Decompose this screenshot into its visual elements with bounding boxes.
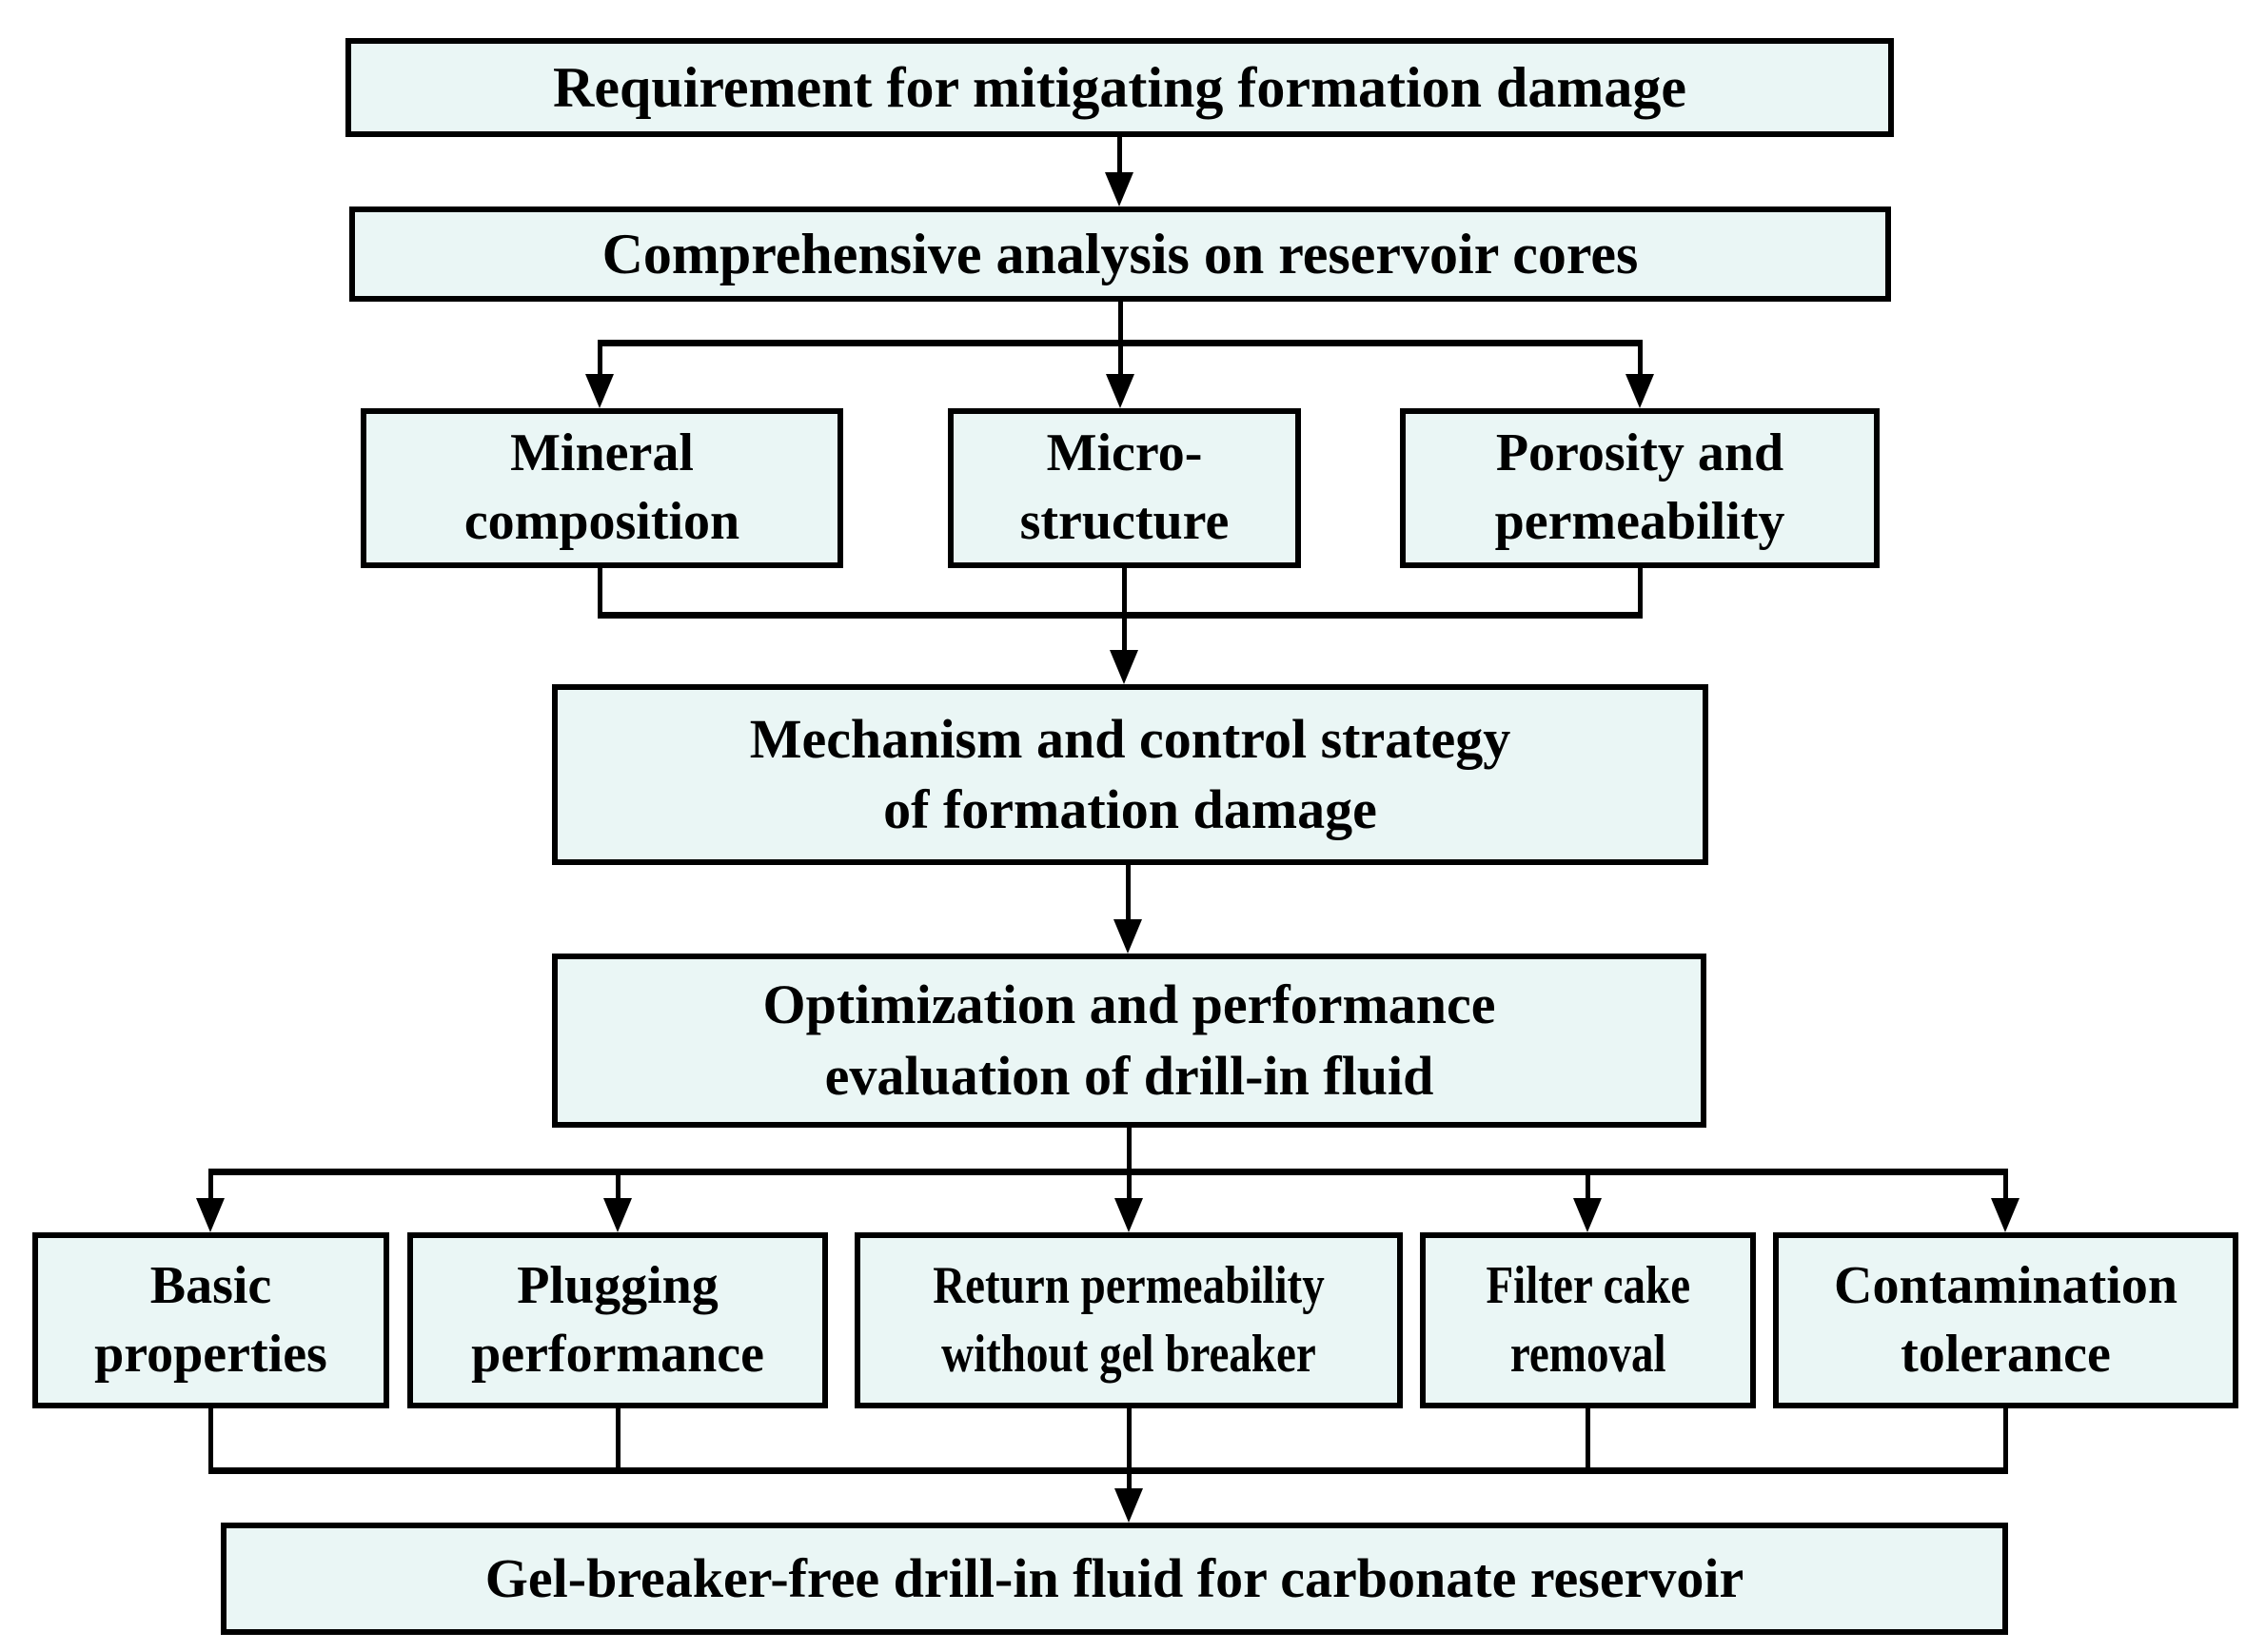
node-micro-structure: Micro- structure — [948, 408, 1301, 568]
edge-mechanism-optimization-line — [1126, 865, 1131, 919]
node-return-permeability-label-line1: Return permeability — [933, 1255, 1325, 1315]
node-filter-cake-removal-label-line2: removal — [1509, 1324, 1666, 1384]
edge-optimization-plugging-arrowhead — [603, 1198, 632, 1232]
edge-merge-mechanism-arrowhead — [1110, 650, 1138, 684]
edge-analysis-porosity-arrowhead — [1625, 374, 1654, 408]
node-basic-properties-label-line1: Basic — [149, 1255, 272, 1315]
edge-return-final-line — [1127, 1408, 1132, 1488]
edge-optimization-plugging-line — [616, 1169, 621, 1200]
node-analysis-label: Comprehensive analysis on reservoir core… — [601, 222, 1639, 285]
node-micro-structure-label-line1: Micro- — [1046, 423, 1203, 483]
node-mechanism: Mechanism and control strategy of format… — [552, 684, 1708, 865]
edge-analysis-porosity-line — [1638, 340, 1643, 376]
node-filter-cake-removal-label: Filter cake removal — [1486, 1252, 1690, 1388]
node-requirement: Requirement for mitigating formation dam… — [345, 38, 1894, 137]
edge-optimization-filter-arrowhead — [1573, 1198, 1602, 1232]
edge-requirement-analysis-line — [1117, 137, 1122, 173]
node-mineral-composition-label-line1: Mineral — [510, 423, 694, 483]
node-optimization-label-line1: Optimization and performance — [762, 974, 1496, 1036]
node-analysis: Comprehensive analysis on reservoir core… — [349, 206, 1891, 302]
node-mineral-composition-label-line2: composition — [463, 492, 740, 551]
edge-analysis-mineral-arrowhead — [585, 374, 614, 408]
node-porosity-permeability-label-line2: permeability — [1494, 492, 1785, 551]
node-requirement-label: Requirement for mitigating formation dam… — [553, 55, 1686, 119]
node-porosity-permeability: Porosity and permeability — [1400, 408, 1880, 568]
edge-plugging-final-line — [616, 1408, 621, 1474]
node-filter-cake-removal: Filter cake removal — [1420, 1232, 1756, 1408]
edge-optimization-contamination-line — [2003, 1169, 2008, 1200]
edge-requirement-analysis-arrowhead — [1105, 172, 1133, 206]
edge-analysis-micro-arrowhead — [1106, 374, 1134, 408]
node-plugging-performance-label-line1: Plugging — [517, 1255, 719, 1315]
edge-optimization-contamination-arrowhead — [1991, 1198, 2019, 1232]
edge-analysis-mineral-line — [598, 340, 602, 376]
edge-optimization-branch-rail — [208, 1169, 2008, 1175]
edge-optimization-branch-stem — [1127, 1128, 1132, 1200]
node-micro-structure-label-line2: structure — [1019, 492, 1230, 551]
edge-optimization-basic-line — [208, 1169, 213, 1200]
node-filter-cake-removal-label-line1: Filter cake — [1486, 1255, 1690, 1315]
node-mechanism-label-line1: Mechanism and control strategy — [749, 707, 1511, 770]
node-contamination-tolerance-label-line2: tolerance — [1901, 1324, 2111, 1384]
node-basic-properties-label-line2: properties — [94, 1324, 327, 1384]
edge-analysis-branch-stem — [1118, 302, 1123, 374]
edge-optimization-basic-arrowhead — [196, 1198, 225, 1232]
edge-optimization-filter-line — [1586, 1169, 1590, 1200]
edge-contamination-final-line — [2003, 1408, 2008, 1474]
node-basic-properties: Basic properties — [32, 1232, 389, 1408]
node-final: Gel-breaker-free drill-in fluid for carb… — [221, 1523, 2008, 1635]
edge-optimization-return-arrowhead — [1114, 1198, 1143, 1232]
node-return-permeability: Return permeability without gel breaker — [855, 1232, 1403, 1408]
node-optimization: Optimization and performance evaluation … — [552, 954, 1706, 1128]
node-plugging-performance-label-line2: performance — [471, 1324, 764, 1384]
node-mechanism-label-line2: of formation damage — [883, 778, 1377, 840]
node-contamination-tolerance: Contamination tolerance — [1773, 1232, 2238, 1408]
node-plugging-performance: Plugging performance — [407, 1232, 828, 1408]
edge-merge-final-arrowhead — [1114, 1488, 1143, 1523]
edge-basic-final-line — [208, 1408, 213, 1474]
node-return-permeability-label: Return permeability without gel breaker — [933, 1252, 1325, 1388]
edge-mechanism-optimization-arrowhead — [1113, 919, 1142, 954]
node-contamination-tolerance-label-line1: Contamination — [1834, 1255, 2177, 1315]
edge-micro-mechanism-line — [1122, 568, 1127, 650]
edge-merge-rail-mechanism — [598, 612, 1643, 619]
edge-filter-final-line — [1586, 1408, 1590, 1474]
node-mineral-composition: Mineral composition — [361, 408, 843, 568]
edge-mineral-mechanism-line — [598, 568, 602, 618]
edge-analysis-branch-rail — [598, 340, 1643, 346]
edge-merge-rail-final — [208, 1467, 2008, 1474]
node-optimization-label-line2: evaluation of drill-in fluid — [824, 1044, 1434, 1107]
edge-porosity-mechanism-line — [1638, 568, 1643, 618]
node-return-permeability-label-line2: without gel breaker — [941, 1324, 1316, 1384]
node-porosity-permeability-label-line1: Porosity and — [1495, 423, 1784, 483]
node-final-label: Gel-breaker-free drill-in fluid for carb… — [484, 1546, 1744, 1609]
